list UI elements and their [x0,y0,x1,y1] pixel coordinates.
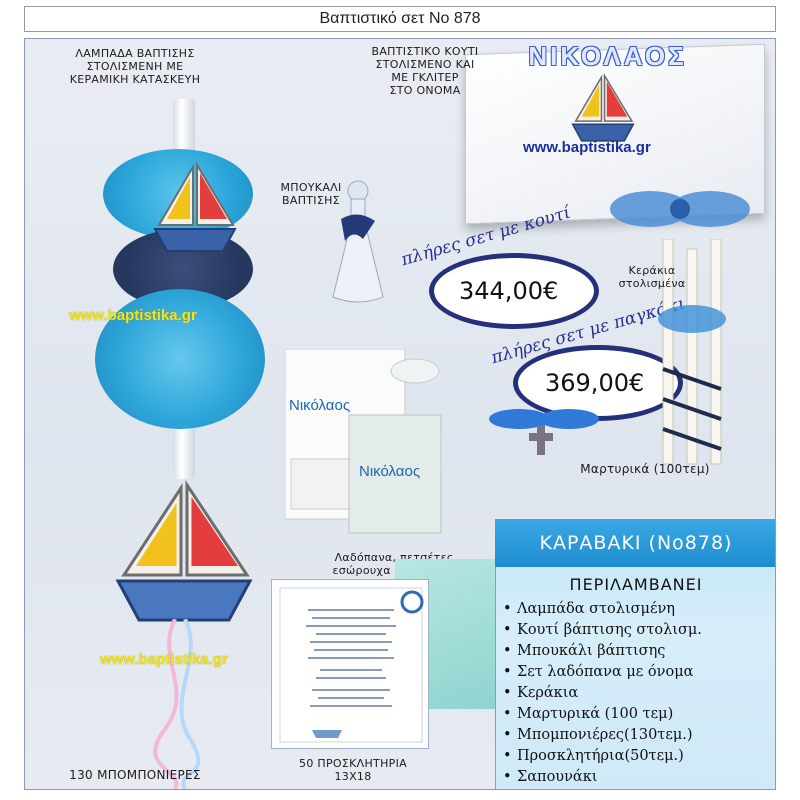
ceramic-sailboat-icon [571,72,635,142]
towel-name: Νικόλαος [289,397,351,414]
list-item: Κουτί βάπτισης στολισμ. [503,620,775,641]
baptism-bottle [332,180,384,303]
list-item: Κεράκια [503,683,775,704]
list-item: Προσκλητήρια(50τεμ.) [503,746,775,767]
box-label: ΒΑΠΤΙΣΤΙΚΟ ΚΟΥΤΙ ΣΤΟΛΙΣΜΕΝΟ ΚΑΙ ΜΕ ΓΚΛΙΤ… [371,45,479,97]
list-item: Σαπουνάκι [503,767,775,788]
tulle-decoration [95,289,265,429]
price-badge-bench [513,345,683,421]
small-candles [658,239,726,465]
contents-subheading: ΠΕΡΙΛΑΜΒΑΝΕΙ [569,575,703,594]
list-item: Σετ λαδόπανα με όνομα [503,662,775,683]
towel-name: Νικόλαος [359,463,421,480]
website-link[interactable]: www.baptistika.gr [69,307,197,324]
bow-decoration [610,191,750,227]
contents-heading: ΚΑΡΑΒΑΚΙ (Νο878) [495,519,775,567]
price-value: 369,00€ [545,369,645,397]
website-link[interactable]: www.baptistika.gr [523,139,651,156]
candle-label: ΛΑΜΠΑΔΑ ΒΑΠΤΙΣΗΣ ΣΤΟΛΙΣΜΕΝΗ ΜΕ ΚΕΡΑΜΙΚΗ … [69,47,201,86]
bottle-label: ΜΠΟΥΚΑΛΙ ΒΑΠΤΙΣΗΣ [280,181,342,207]
price-badge-box [429,253,599,329]
invitations-label: 50 ΠΡΟΣΚΛΗΤΗΡΙΑ 13Χ18 [299,757,407,783]
ceramic-sailboat-icon [153,161,237,252]
list-item: Μπουκάλι βάπτισης [503,641,775,662]
list-item: Μαρτυρικά (100 τεμ) [503,704,775,725]
box-name-text: ΝΙΚΟΛΑΟΣ [528,41,687,71]
product-image: ΛΑΜΠΑΔΑ ΒΑΠΤΙΣΗΣ ΣΤΟΛΙΣΜΕΝΗ ΜΕ ΚΕΡΑΜΙΚΗ … [24,38,776,790]
favors-label: 130 ΜΠΟΜΠΟΝΙΕΡΕΣ [69,768,201,782]
price-value: 344,00€ [459,277,559,305]
invitation-card [271,579,429,749]
ribbon-decoration [153,619,201,789]
list-item: Λαμπάδα στολισμένη [503,599,775,620]
oil-set-cloths [285,349,442,534]
list-item: Μπομπονιέρες(130τεμ.) [503,725,775,746]
martyrika-label: Μαρτυρικά (100τεμ) [580,462,710,476]
martyrika-cross-icon [489,409,599,455]
page-title: Βαπτιστικό σετ Νο 878 [24,6,776,32]
website-link[interactable]: www.baptistika.gr [100,651,228,668]
contents-list: Λαμπάδα στολισμένη Κουτί βάπτισης στολισ… [503,599,775,788]
ceramic-sailboat-icon [115,480,253,622]
small-candles-label: Κεράκια στολισμένα [618,264,686,290]
